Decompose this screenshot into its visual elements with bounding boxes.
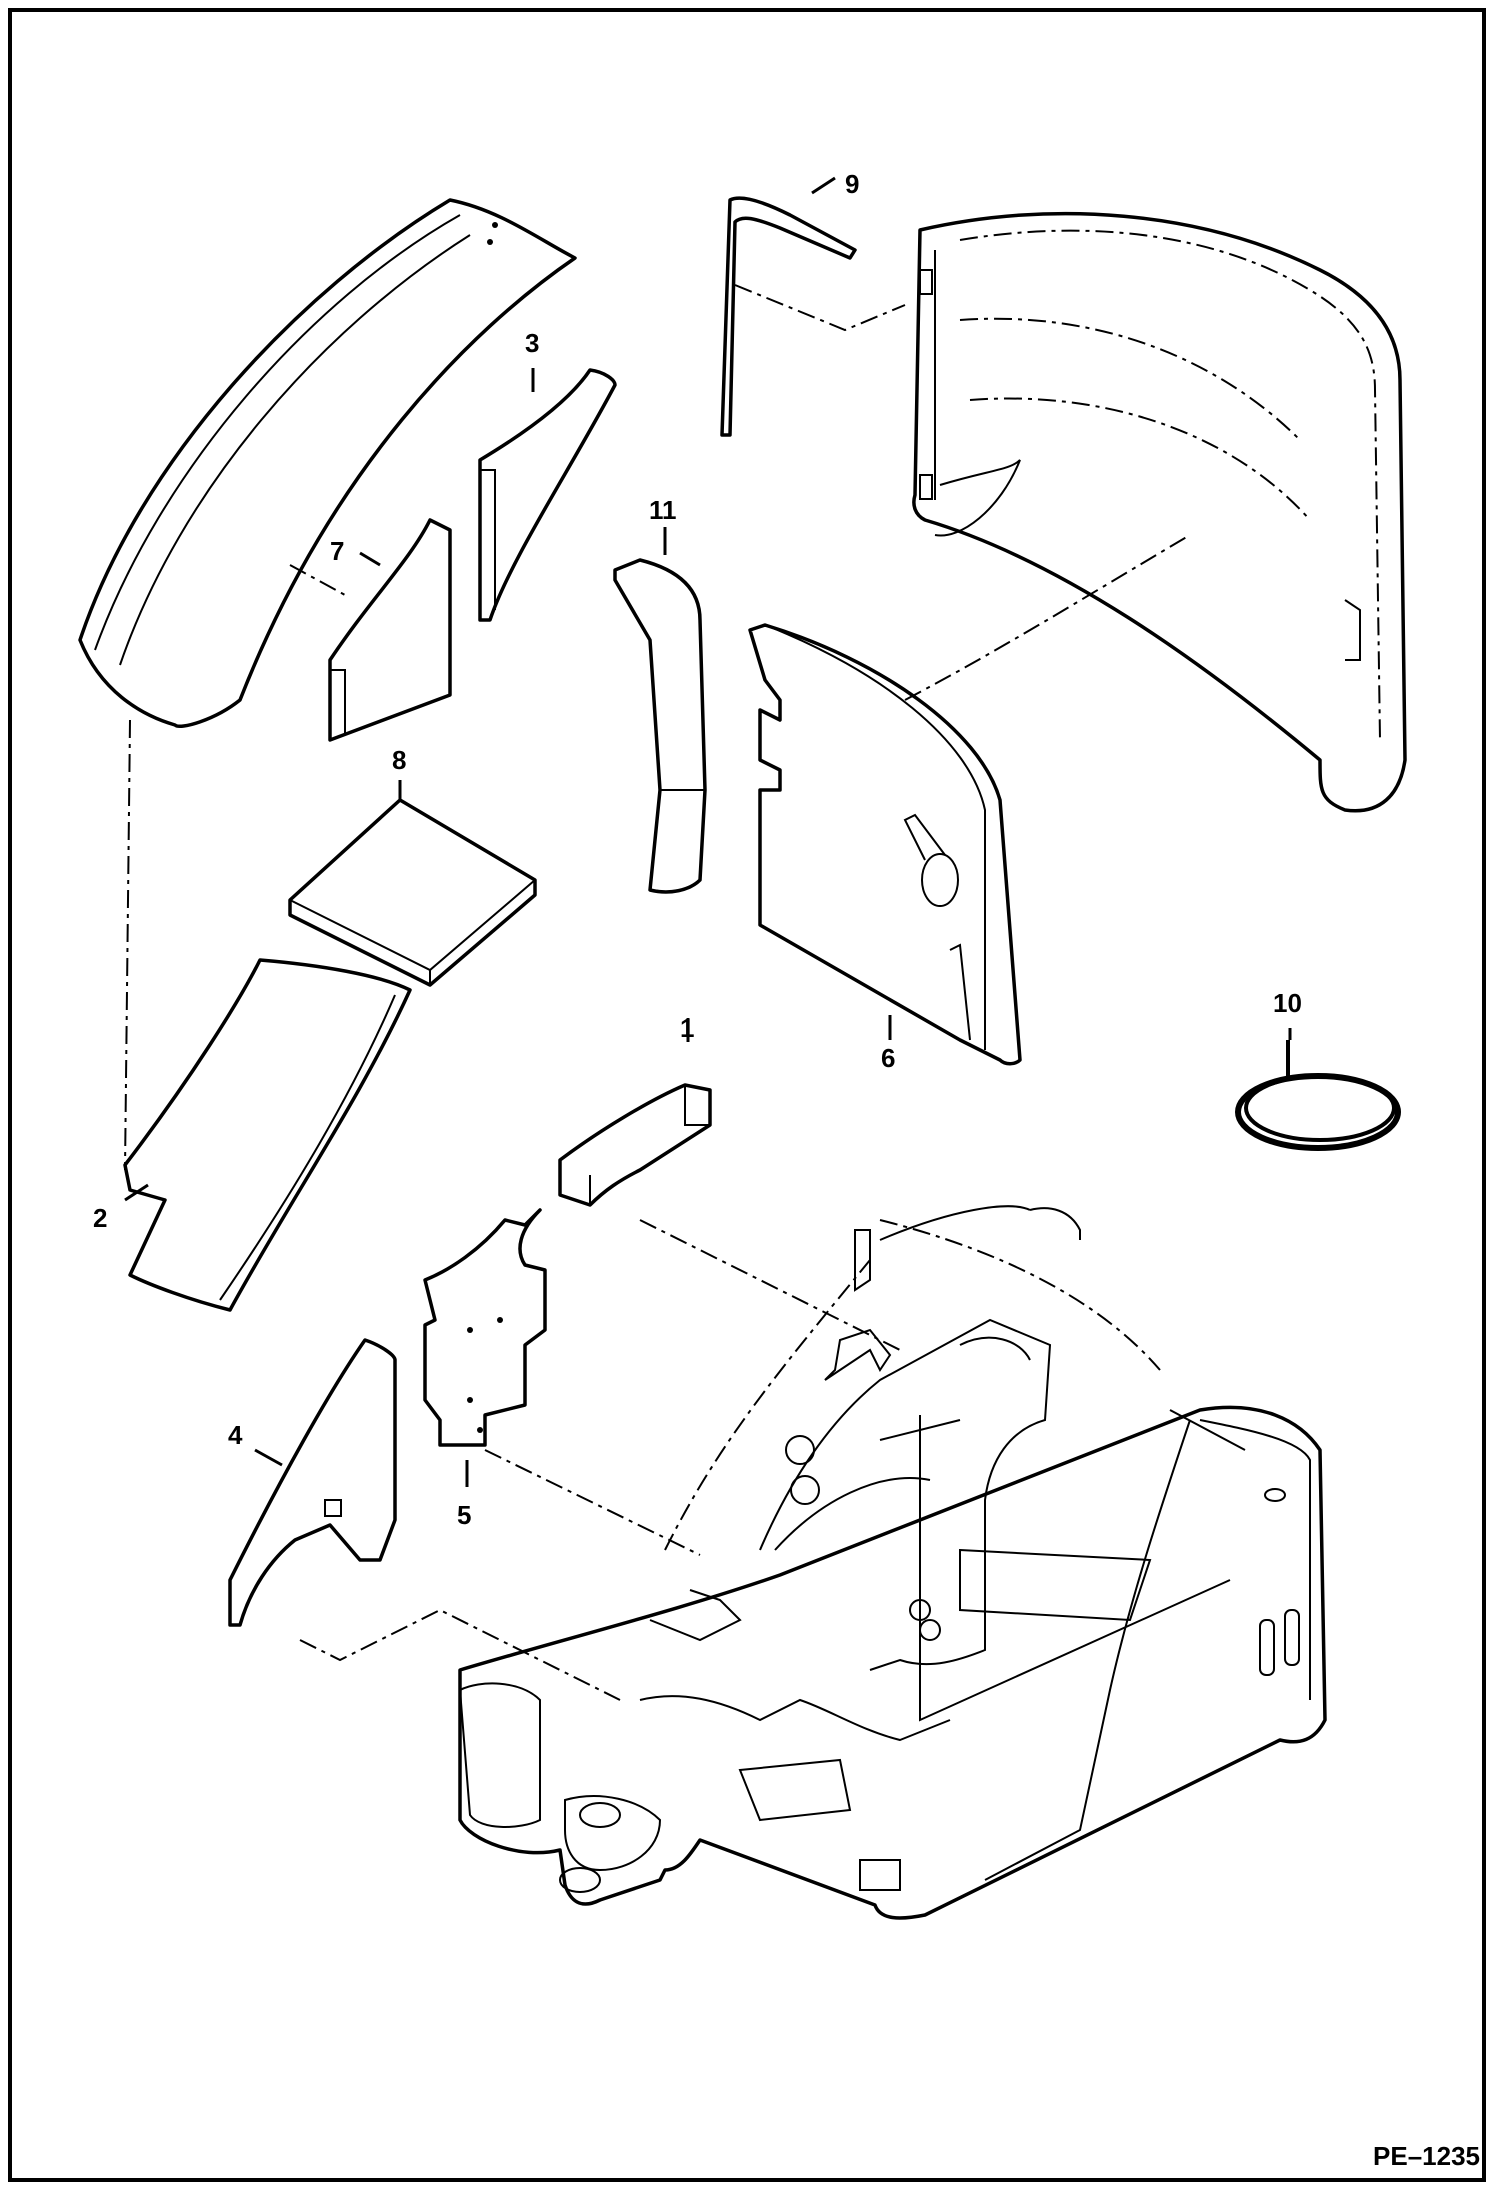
part-5-plate: [423, 1208, 547, 1447]
callout-10: 10: [1273, 988, 1302, 1018]
callout-1: 1: [680, 1013, 695, 1043]
housing-shell: [912, 211, 1407, 813]
callout-6: 6: [881, 1043, 896, 1073]
machine-chassis: [458, 1205, 1327, 1920]
part-2-upper-panel: [78, 198, 577, 728]
part-1-block: [558, 1083, 712, 1207]
part-11-trim: [613, 558, 707, 894]
callout-2: 2: [93, 1203, 108, 1233]
part-3-wedge: [478, 368, 617, 622]
callout-3: 3: [525, 328, 540, 358]
callout-11: 11: [649, 495, 677, 525]
callout-leaders: [124, 176, 1292, 1487]
part-2-lower-panel: [123, 958, 412, 1312]
callout-9: 9: [845, 169, 860, 199]
callout-4: 4: [228, 1420, 243, 1450]
callout-5: 5: [457, 1500, 472, 1530]
part-7-wedge: [328, 518, 452, 742]
callout-8: 8: [392, 745, 407, 775]
part-9-seal-strip: [720, 196, 857, 437]
assembly-lines: [124, 284, 1191, 1701]
drawing-frame: [8, 8, 1486, 2182]
figure-id-label: PE–1235: [1373, 2141, 1480, 2171]
callout-7: 7: [330, 536, 345, 566]
part-6-side-panel: [748, 623, 1022, 1066]
part-4-side-piece: [228, 1338, 397, 1627]
part-10-hose-coil: [1235, 1040, 1401, 1151]
part-8-pad: [288, 798, 537, 987]
